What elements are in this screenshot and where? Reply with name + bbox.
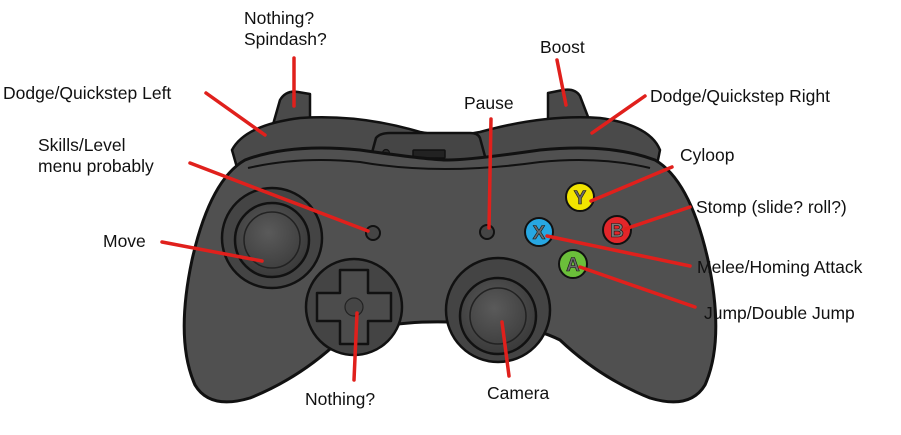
label-back-line2: menu probably (38, 156, 154, 176)
svg-text:X: X (533, 223, 546, 244)
leader-back (188, 161, 370, 233)
svg-text:B: B (610, 221, 624, 242)
label-a: Jump/Double Jump (704, 303, 855, 323)
leader-right-stick (500, 320, 511, 378)
x-button: X (524, 217, 554, 247)
label-left-stick: Move (103, 231, 146, 251)
label-dpad: Nothing? (305, 389, 376, 409)
label-left-bumper-line2: Spindash? (244, 29, 327, 49)
top-port (368, 131, 488, 162)
back-button (365, 225, 381, 241)
label-b: Stomp (slide? roll?) (696, 197, 847, 217)
dpad (304, 257, 404, 357)
label-left-bumper: Nothing? Spindash? (244, 8, 327, 50)
leader-x (545, 234, 692, 268)
label-y: Cyloop (680, 145, 735, 165)
svg-text:Y: Y (574, 188, 587, 209)
label-x: Melee/Homing Attack (697, 257, 863, 277)
right-stick (444, 256, 552, 364)
b-button: B (602, 215, 632, 245)
face-contour (247, 159, 651, 170)
start-button (479, 224, 495, 240)
label-pause: Pause (464, 93, 514, 113)
label-left-bumper-line1: Nothing? (244, 8, 315, 28)
leader-a (578, 265, 697, 309)
label-right-bumper: Boost (540, 37, 585, 57)
y-button: Y (565, 182, 595, 212)
leader-left-trigger (204, 91, 267, 137)
leader-pause (487, 117, 493, 230)
label-back: Skills/Level menu probably (38, 135, 154, 177)
leader-b (623, 205, 692, 231)
leader-lines (160, 56, 697, 382)
label-back-line1: Skills/Level (38, 135, 126, 155)
leader-right-trigger (590, 94, 647, 135)
leader-left-stick (160, 240, 264, 263)
leader-right-bumper (555, 58, 568, 107)
svg-text:A: A (566, 255, 580, 276)
a-button: A (558, 249, 588, 279)
leader-y (589, 165, 674, 203)
label-left-trigger: Dodge/Quickstep Left (3, 83, 172, 103)
leader-dpad (352, 311, 359, 382)
left-stick (220, 186, 324, 290)
label-right-trigger: Dodge/Quickstep Right (650, 86, 830, 106)
label-right-stick: Camera (487, 383, 550, 403)
